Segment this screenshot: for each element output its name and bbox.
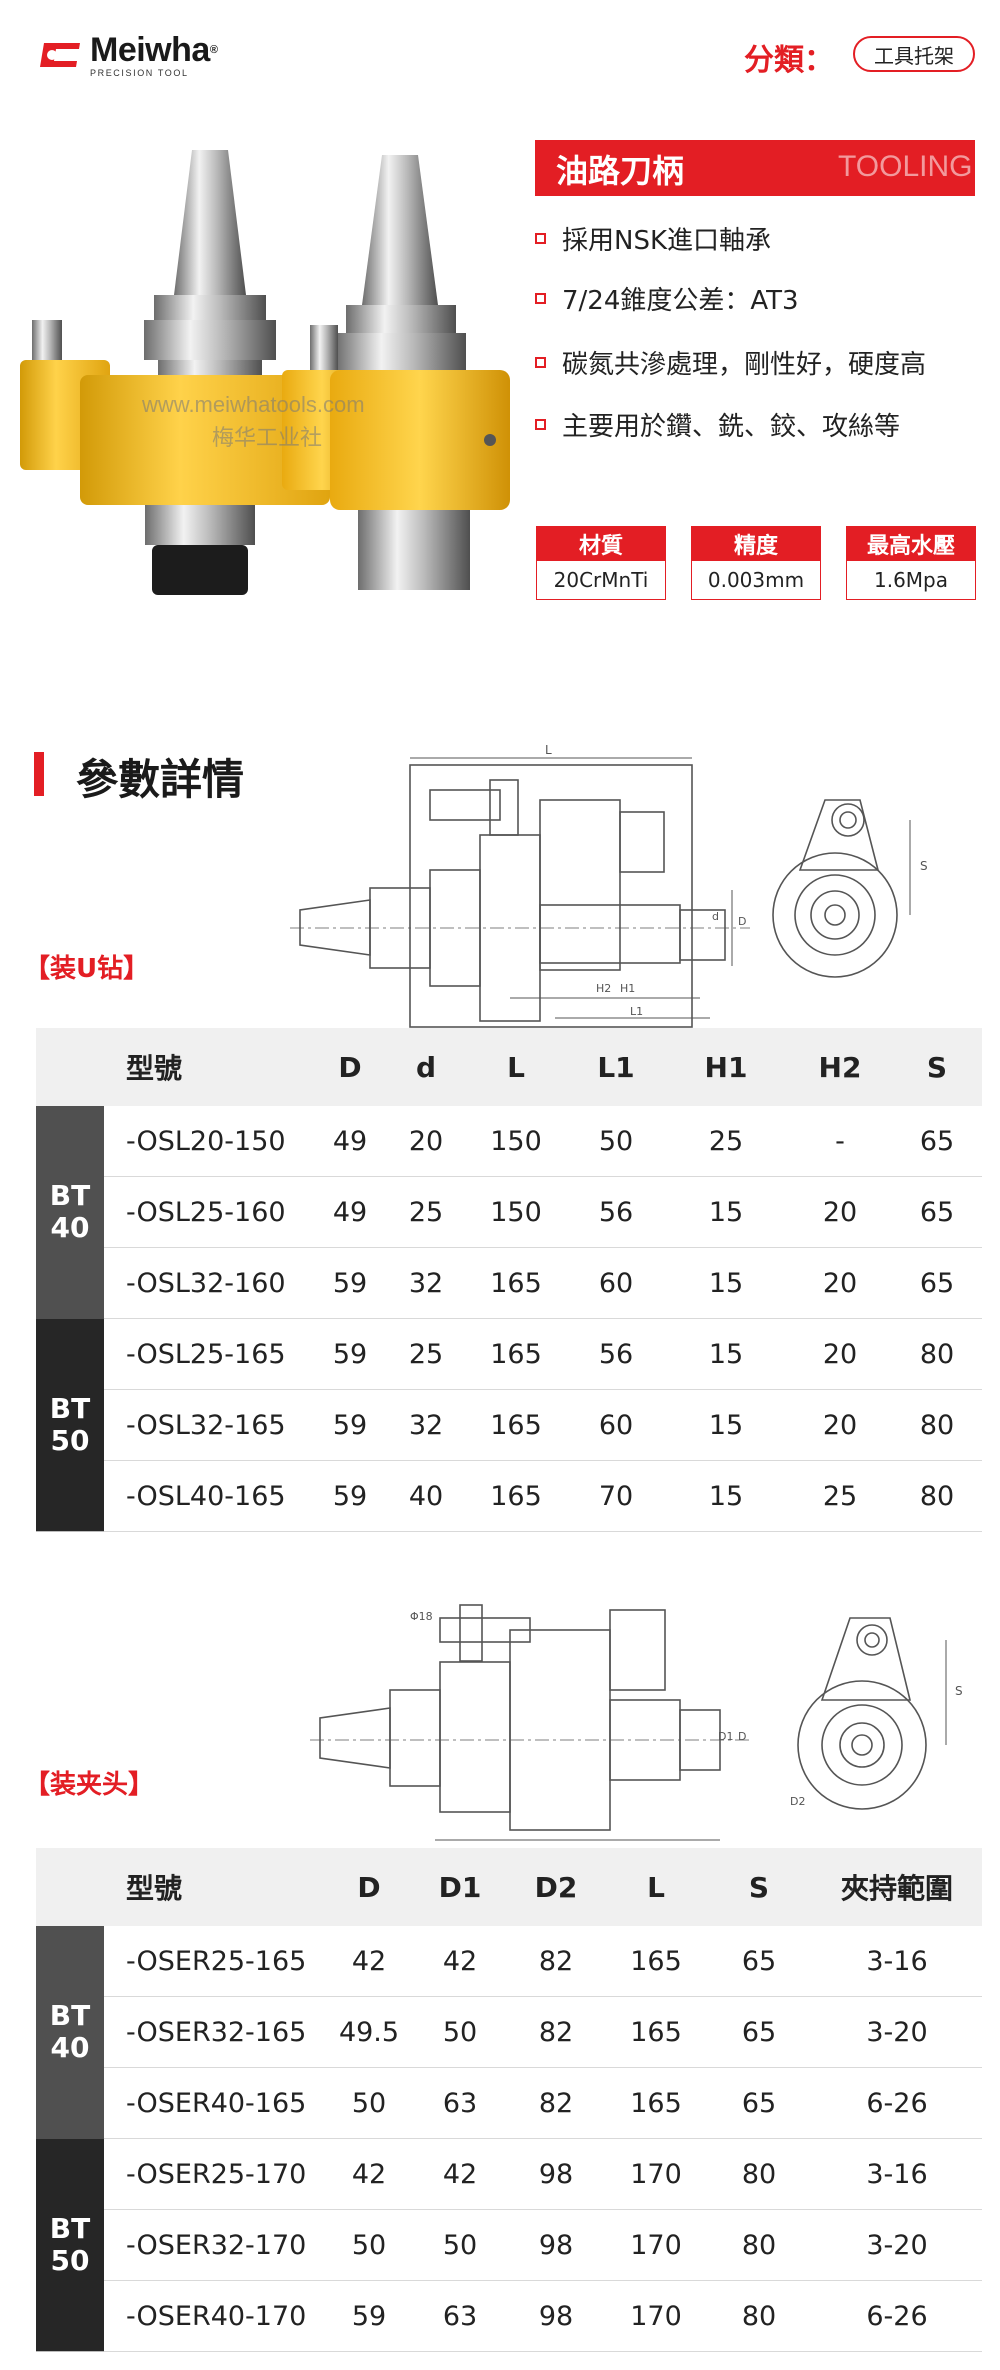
dim2-S: S (955, 1684, 963, 1698)
table-row: -OSER40-170 59 63 98 170 80 6-26 (36, 2280, 982, 2352)
table-row: -OSER32-165 49.5 50 82 165 65 3-20 (36, 1996, 982, 2068)
table-header-row: 型號 D d L L1 H1 H2 S (36, 1028, 982, 1106)
feature-item: 主要用於鑽、銑、鉸、攻絲等 (535, 406, 900, 443)
logo-mark-icon (40, 37, 86, 73)
registered-mark: ® (209, 43, 218, 56)
bullet-square-icon (535, 233, 546, 244)
dim-L: L (545, 743, 552, 757)
watermark-company: 梅华工业社 (212, 426, 323, 451)
table-row: -OSER40-165 50 63 82 165 65 6-26 (36, 2067, 982, 2139)
table-row: -OSL32-160 59 32 165 60 15 20 65 (36, 1247, 982, 1319)
table-header-row: 型號 D D1 D2 L S 夾持範圍 (36, 1848, 982, 1926)
dim2-D2: D2 (790, 1795, 805, 1808)
dim-S: S (920, 859, 928, 873)
bullet-square-icon (535, 419, 546, 430)
dim-H1: H1 (620, 982, 635, 995)
spec-material: 材質 20CrMnTi (536, 526, 666, 600)
table-row: -OSL40-165 59 40 165 70 15 25 80 (36, 1460, 982, 1532)
bullet-square-icon (535, 357, 546, 368)
feature-item: 7/24錐度公差：AT3 (535, 280, 799, 317)
dim2-d18: Φ18 (410, 1610, 433, 1623)
category-tag[interactable]: 工具托架 (853, 36, 975, 72)
brand-subtitle: PRECISION TOOL (90, 67, 189, 78)
dim-H2: H2 (596, 982, 611, 995)
category-label: 分類： (744, 43, 834, 78)
label-chuck: 【装夹头】 (24, 1770, 155, 1800)
table-row: -OSL32-165 59 32 165 60 15 20 80 (36, 1389, 982, 1461)
dim2-D: D (738, 1730, 746, 1743)
label-u-drill: 【装U钻】 (24, 954, 150, 984)
product-title-bar (535, 140, 975, 196)
technical-drawing-1: L H2 H1 L1 d D S (290, 740, 990, 1050)
section-title: 參數詳情 (76, 755, 245, 804)
spec-precision: 精度 0.003mm (691, 526, 821, 600)
dim-d: d (712, 910, 719, 923)
table-row: -OSL25-160 49 25 150 56 15 20 65 (36, 1176, 982, 1248)
section-accent-bar (34, 752, 44, 796)
dim-L1: L1 (630, 1005, 643, 1018)
feature-item: 碳氮共滲處理，剛性好，硬度高 (535, 344, 926, 381)
product-photo (20, 120, 520, 600)
dim-D: D (738, 915, 746, 928)
brand-logo: Meiwha® PRECISION TOOL (40, 30, 218, 78)
brand-name: Meiwha (90, 30, 210, 69)
table-row: -OSER32-170 50 50 98 170 80 3-20 (36, 2209, 982, 2281)
watermark-url: www.meiwhatools.com (142, 392, 365, 417)
spec-pressure: 最高水壓 1.6Mpa (846, 526, 976, 600)
bullet-square-icon (535, 293, 546, 304)
feature-item: 採用NSK進口軸承 (535, 220, 771, 257)
dim2-D1: D1 (718, 1730, 733, 1743)
product-title-en: TOOLING (838, 150, 973, 183)
product-title: 油路刀柄 (556, 152, 685, 190)
technical-drawing-2: L Φ18 D1 D S D2 (310, 1590, 990, 1870)
